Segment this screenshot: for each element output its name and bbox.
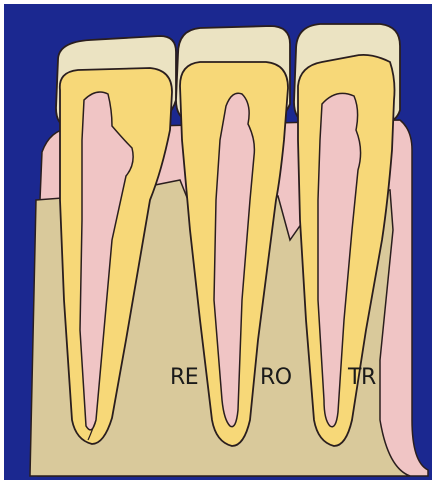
label-ro: RO — [260, 365, 292, 390]
label-tr: TR — [347, 365, 376, 390]
label-re: RE — [170, 365, 198, 390]
